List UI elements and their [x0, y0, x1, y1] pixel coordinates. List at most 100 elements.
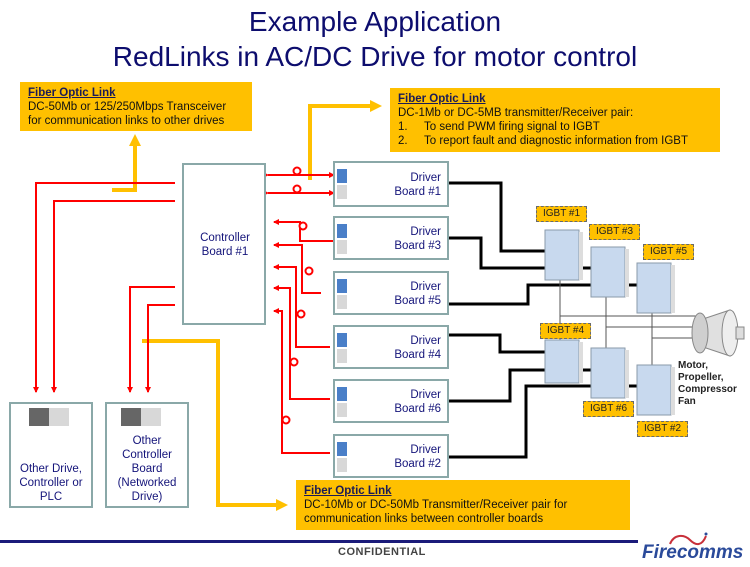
- connector-icon: [49, 408, 69, 426]
- callout-text: DC-1Mb or DC-5MB transmitter/Receiver pa…: [398, 107, 634, 119]
- igbt-tag-2: IGBT #2: [637, 421, 689, 437]
- connector-icon: [29, 408, 49, 426]
- label-line: Board #5: [394, 295, 441, 307]
- controller-board-label: Controller Board #1: [194, 231, 256, 259]
- label-line: Propeller,: [678, 372, 724, 383]
- callout-text: DC-50Mb or 125/250Mbps Transceiver: [28, 101, 227, 113]
- callout-list-item: 2. To report fault and diagnostic informa…: [398, 134, 712, 148]
- callout-list-item: 1. To send PWM firing signal to IGBT: [398, 120, 712, 134]
- list-text: To send PWM firing signal to IGBT: [424, 121, 600, 133]
- motor-icon: [691, 309, 745, 357]
- igbt-module-5: [636, 262, 675, 314]
- other-drive-board: Other Drive, Controller or PLC: [9, 402, 93, 508]
- callout-text: DC-10Mb or DC-50Mb Transmitter/Receiver …: [304, 499, 568, 511]
- connector-icon: [337, 387, 347, 401]
- firecomms-logo: Firecomms: [640, 530, 750, 564]
- controller-board: Controller Board #1: [182, 163, 266, 325]
- red-links-drivers: [263, 172, 335, 454]
- connector-icon: [337, 279, 347, 293]
- connector-icon: [337, 333, 347, 347]
- label-line: Motor,: [678, 360, 708, 371]
- igbt-module-6: [590, 347, 629, 399]
- connector-icon: [337, 295, 347, 309]
- connector-icon: [337, 240, 347, 254]
- leader-igbt-link: [308, 100, 382, 180]
- callout-text: for communication links to other drives: [28, 115, 225, 127]
- callout-controller-link: Fiber Optic Link DC-10Mb or DC-50Mb Tran…: [296, 480, 630, 530]
- label-line: Driver: [410, 389, 441, 401]
- label-line: Board #3: [394, 240, 441, 252]
- connector-icon: [337, 224, 347, 238]
- igbt-module-4: [544, 339, 583, 384]
- label-line: Other Drive,: [20, 463, 82, 475]
- label-line: Board #1: [201, 246, 249, 258]
- other-controller-board: Other Controller Board (Networked Drive): [105, 402, 189, 508]
- label-line: Other: [132, 435, 162, 447]
- label-line: Driver: [410, 444, 441, 456]
- leader-controller-link: [142, 339, 288, 511]
- list-number: 2.: [398, 135, 408, 147]
- other-controller-label: Other Controller Board (Networked Drive): [107, 434, 187, 504]
- igbt-module-2: [636, 364, 675, 416]
- link-loops: [281, 166, 314, 425]
- leader-other-drives: [112, 134, 141, 192]
- callout-igbt-link: Fiber Optic Link DC-1Mb or DC-5MB transm…: [390, 88, 720, 152]
- connector-icon: [337, 185, 347, 199]
- confidential-label: CONFIDENTIAL: [338, 546, 426, 558]
- label-line: Driver: [410, 335, 441, 347]
- other-drive-label: Other Drive, Controller or PLC: [11, 462, 91, 504]
- connector-icon: [337, 442, 347, 456]
- yellow-leader-lines: [112, 100, 382, 511]
- igbt-tag-3: IGBT #3: [589, 224, 641, 240]
- title-line-2: RedLinks in AC/DC Drive for motor contro…: [112, 41, 638, 72]
- connector-icon: [337, 169, 347, 183]
- motor-label: Motor, Propeller, Compressor Fan: [678, 360, 737, 408]
- label-line: PLC: [39, 491, 63, 503]
- callout-heading: Fiber Optic Link: [304, 485, 392, 497]
- label-line: Driver: [410, 281, 441, 293]
- label-line: Fan: [678, 396, 696, 407]
- connector-icon: [141, 408, 161, 426]
- label-line: Board #6: [394, 403, 441, 415]
- logo-wave-icon: [669, 532, 708, 546]
- callout-heading: Fiber Optic Link: [28, 87, 116, 99]
- connector-icon: [337, 458, 347, 472]
- connector-icon: [121, 408, 141, 426]
- callout-list: 1. To send PWM firing signal to IGBT 2. To…: [398, 120, 712, 148]
- label-line: (Networked: [117, 477, 177, 489]
- label-line: Controller: [122, 449, 172, 461]
- footer-divider: [0, 540, 638, 543]
- igbt-tag-5: IGBT #5: [643, 244, 695, 260]
- igbt-module-1: [544, 229, 583, 281]
- igbt-tag-4: IGBT #4: [540, 323, 592, 339]
- list-number: 1.: [398, 121, 408, 133]
- label-line: Controller: [200, 232, 250, 244]
- igbt-modules: [544, 229, 675, 416]
- igbt-tag-1: IGBT #1: [536, 206, 588, 222]
- callout-other-drives-link: Fiber Optic Link DC-50Mb or 125/250Mbps …: [20, 82, 252, 131]
- igbt-module-3: [590, 246, 629, 298]
- label-line: Controller or: [19, 477, 83, 489]
- label-line: Compressor: [678, 384, 737, 395]
- label-line: Drive): [131, 491, 163, 503]
- label-line: Board #2: [394, 458, 441, 470]
- label-line: Board #4: [394, 349, 441, 361]
- connector-icon: [337, 349, 347, 363]
- list-text: To report fault and diagnostic informati…: [424, 135, 688, 147]
- label-line: Board: [131, 463, 163, 475]
- connector-icon: [337, 403, 347, 417]
- title-line-1: Example Application: [248, 6, 502, 37]
- label-line: Driver: [410, 226, 441, 238]
